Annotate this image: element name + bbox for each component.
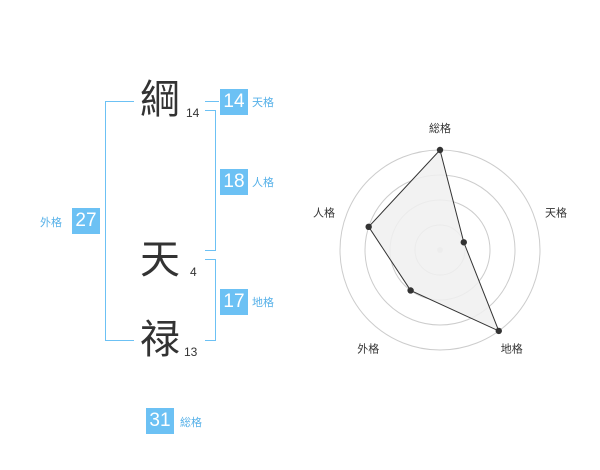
gaikaku-bracket — [105, 101, 134, 341]
jinkaku-label: 人格 — [252, 176, 274, 189]
name-char-1-strokes: 14 — [186, 106, 200, 120]
tenkaku-label: 天格 — [252, 96, 274, 109]
soukaku-label: 総格 — [180, 416, 202, 429]
radar-axis-label: 人格 — [313, 205, 335, 219]
chikaku-label: 地格 — [252, 296, 274, 309]
jinkaku-bracket — [205, 110, 216, 251]
name-char-3-strokes: 13 — [184, 345, 198, 359]
gaikaku-value: 27 — [72, 208, 100, 234]
tenkaku-value: 14 — [220, 89, 248, 115]
tenkaku-bracket — [205, 101, 219, 102]
radar-data-polygon — [368, 148, 500, 332]
radar-axis-label: 天格 — [545, 205, 567, 219]
name-char-2: 天 — [140, 237, 180, 283]
chikaku-bracket — [205, 259, 216, 341]
name-char-2-strokes: 4 — [190, 265, 197, 279]
radar-data-point — [460, 239, 467, 246]
radar-data-point — [407, 287, 414, 294]
name-char-3: 禄 — [140, 317, 180, 363]
gaikaku-label: 外格 — [40, 216, 62, 229]
radar-data-point — [436, 146, 444, 154]
radar-axis-label: 外格 — [357, 342, 379, 356]
name-char-1: 綱 — [140, 77, 180, 123]
soukaku-value: 31 — [146, 408, 174, 434]
radar-data-point — [365, 223, 372, 231]
radar-axis-label: 地格 — [501, 342, 523, 356]
radar-data-point — [495, 327, 502, 335]
jinkaku-value: 18 — [220, 169, 248, 195]
radar-axis-label: 総格 — [429, 121, 451, 135]
chikaku-value: 17 — [220, 289, 248, 315]
